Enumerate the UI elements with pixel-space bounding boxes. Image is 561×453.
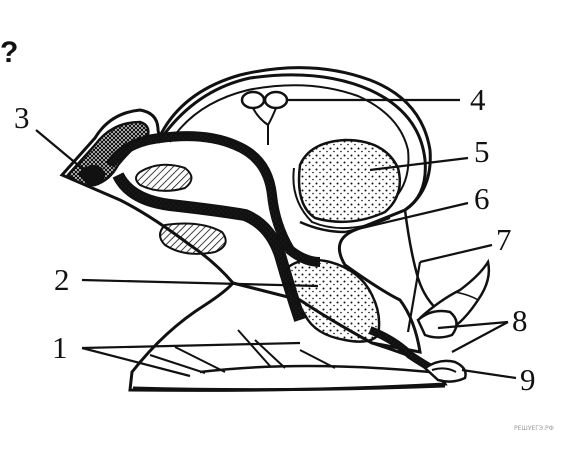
crop	[136, 165, 192, 191]
label-9: 9	[520, 362, 536, 397]
label-6: 6	[474, 181, 490, 216]
heart-chamber-left	[242, 92, 264, 108]
kidney-organ	[299, 140, 400, 222]
label-3: 3	[14, 100, 30, 135]
leader-3	[36, 130, 84, 170]
lower-tentacle	[418, 311, 457, 338]
label-4: 4	[470, 82, 486, 117]
label-1: 1	[52, 330, 68, 365]
leader-7b	[420, 245, 492, 262]
heart-chamber-right	[265, 92, 287, 108]
salivary-gland	[160, 224, 226, 254]
watermark: РЕШУЕГЭ.РФ	[514, 425, 554, 432]
label-2: 2	[54, 262, 70, 297]
question-mark: ?	[0, 36, 18, 69]
label-5: 5	[474, 134, 490, 169]
leader-9	[462, 370, 516, 378]
label-8: 8	[512, 303, 528, 338]
label-7: 7	[496, 222, 512, 257]
